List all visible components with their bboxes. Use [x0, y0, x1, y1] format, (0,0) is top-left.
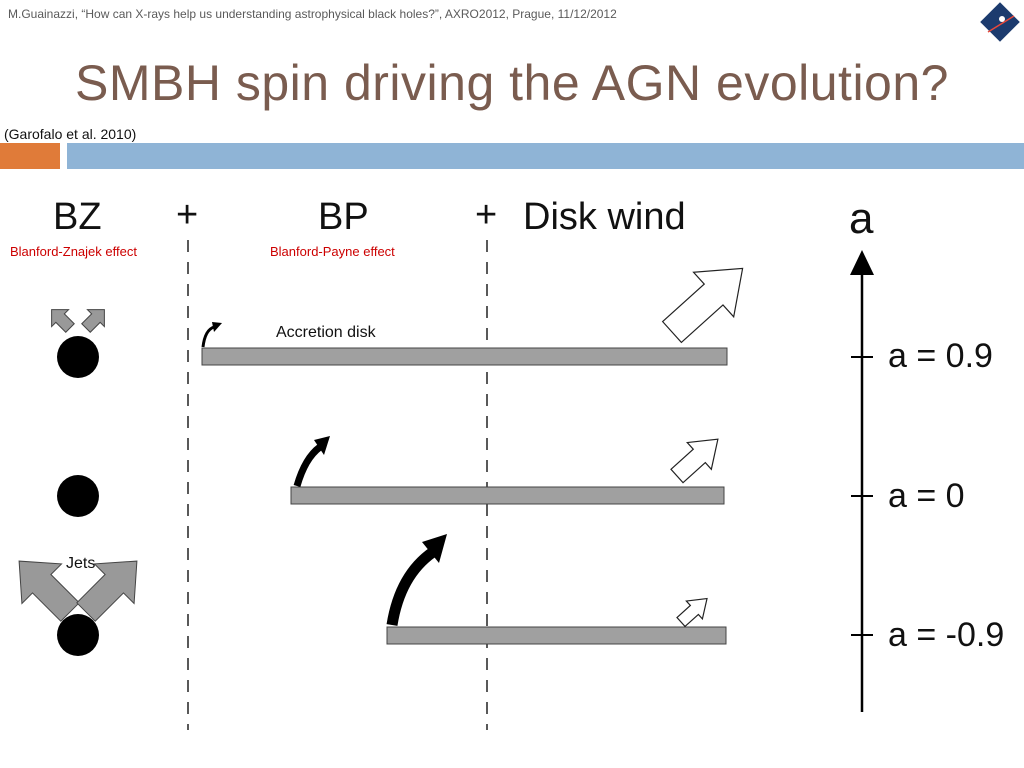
spin-tick-label-zero: a = 0 — [888, 477, 965, 515]
disk-wind-arrow-small — [676, 597, 708, 628]
black-hole-high-spin — [57, 336, 99, 378]
spin-axis-label: a — [849, 194, 874, 243]
accretion-disk-high-spin — [201, 347, 728, 366]
bp-heading: BP — [318, 196, 369, 238]
spin-tick-label-high: a = 0.9 — [888, 337, 993, 375]
disk-wind-arrow-large — [661, 267, 744, 344]
black-hole-zero-spin — [57, 475, 99, 517]
plus-sign-1: + — [176, 194, 199, 236]
bz-heading: BZ — [53, 196, 102, 238]
jet-arrow-small-left — [51, 309, 75, 333]
bz-effect-label: Blanford-Znajek effect — [10, 244, 137, 259]
spin-axis-arrowhead — [850, 250, 874, 275]
jet-arrow-small-right — [81, 309, 105, 333]
header-citation: M.Guainazzi, “How can X-rays help us und… — [8, 7, 617, 21]
disk-wind-arrow-medium — [670, 438, 719, 484]
accretion-disk-zero-spin — [290, 486, 725, 505]
accretion-disk-label: Accretion disk — [276, 324, 376, 341]
accent-bar-orange — [0, 143, 60, 169]
jets-label: Jets — [66, 555, 96, 572]
esa-logo — [980, 2, 1020, 42]
accent-bar-blue — [67, 143, 1024, 169]
plus-sign-2: + — [475, 194, 498, 236]
disk-wind-heading: Disk wind — [523, 196, 686, 238]
black-hole-negative-spin — [57, 614, 99, 656]
spin-tick-label-low: a = -0.9 — [888, 616, 1005, 654]
reference-citation: (Garofalo et al. 2010) — [4, 126, 137, 142]
bp-outflow-arrow-large — [386, 547, 437, 626]
bp-outflow-arrow-small — [201, 325, 215, 348]
accretion-disk-negative-spin — [386, 626, 727, 645]
bp-outflow-arrow-medium — [293, 444, 323, 487]
bp-effect-label: Blanford-Payne effect — [270, 244, 395, 259]
slide-title: SMBH spin driving the AGN evolution? — [75, 55, 949, 111]
